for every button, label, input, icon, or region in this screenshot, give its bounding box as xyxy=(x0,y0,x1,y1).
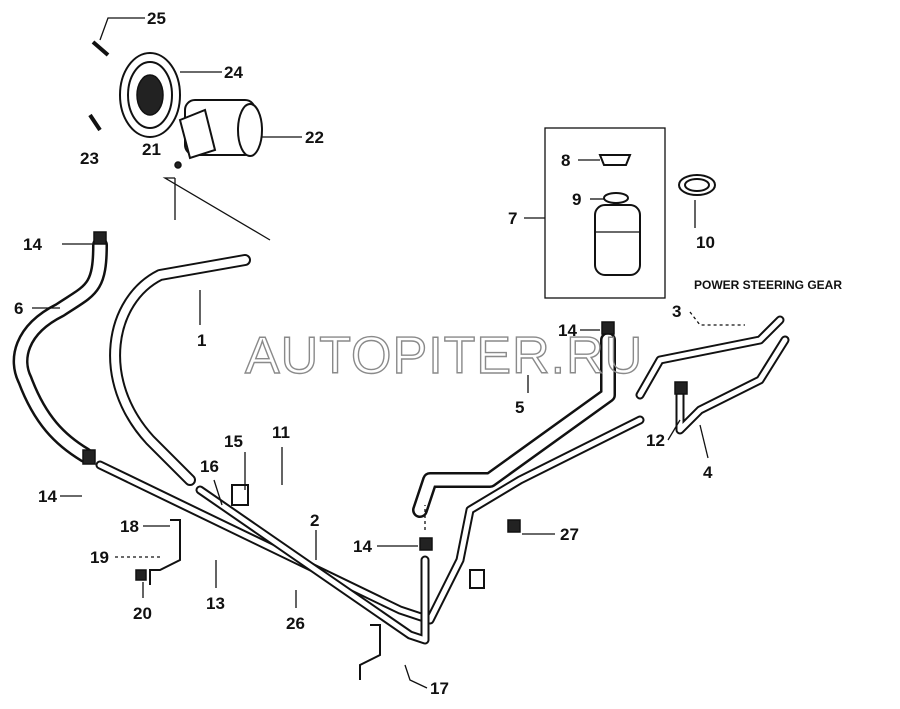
callout-8: 8 xyxy=(561,151,570,170)
callout-14: 14 xyxy=(558,321,577,340)
callout-6: 6 xyxy=(14,299,23,318)
callout-14: 14 xyxy=(23,235,42,254)
callout-27: 27 xyxy=(560,525,579,544)
callout-25: 25 xyxy=(147,9,166,28)
reservoir-group-box xyxy=(544,127,666,299)
callout-17: 17 xyxy=(430,679,449,698)
reservoir-7 xyxy=(594,204,641,276)
bolt-25 xyxy=(91,40,110,57)
callout-26: 26 xyxy=(286,614,305,633)
callout-22: 22 xyxy=(305,128,324,147)
callout-24: 24 xyxy=(224,63,243,82)
callout-16: 16 xyxy=(200,457,219,476)
callout-18: 18 xyxy=(120,517,139,536)
callout-23: 23 xyxy=(80,149,99,168)
callout-12: 12 xyxy=(646,431,665,450)
callout-14: 14 xyxy=(353,537,372,556)
callout-19: 19 xyxy=(90,548,109,567)
hoses xyxy=(12,237,790,645)
clips-14 xyxy=(82,231,688,551)
callout-15: 15 xyxy=(224,432,243,451)
callout-13: 13 xyxy=(206,594,225,613)
callout-14: 14 xyxy=(38,487,57,506)
bolt-23 xyxy=(88,113,102,132)
callout-7: 7 xyxy=(508,209,517,228)
callout-4: 4 xyxy=(703,463,713,482)
callout-20: 20 xyxy=(133,604,152,623)
callout-11: 11 xyxy=(272,423,290,442)
leader-lines xyxy=(32,17,745,689)
callout-5: 5 xyxy=(515,398,524,417)
oring-9 xyxy=(603,192,629,204)
callout-9: 9 xyxy=(572,190,581,209)
clamp-10 xyxy=(678,174,716,196)
callout-10: 10 xyxy=(696,233,715,252)
callout-21: 21 xyxy=(142,140,161,159)
callouts: 25 24 22 23 21 14 6 1 7 8 9 10 3 14 5 12… xyxy=(14,9,715,698)
callout-2: 2 xyxy=(310,511,319,530)
callout-1: 1 xyxy=(197,331,206,350)
brackets xyxy=(135,484,521,680)
cap-8 xyxy=(598,154,632,166)
fitting-21 xyxy=(174,161,182,169)
callout-3: 3 xyxy=(672,302,681,321)
pulley-24 xyxy=(119,52,181,138)
watermark: AUTOPITER.RU xyxy=(245,327,643,385)
pump-22 xyxy=(178,99,263,160)
power-steering-gear-caption: POWER STEERING GEAR xyxy=(694,278,842,292)
